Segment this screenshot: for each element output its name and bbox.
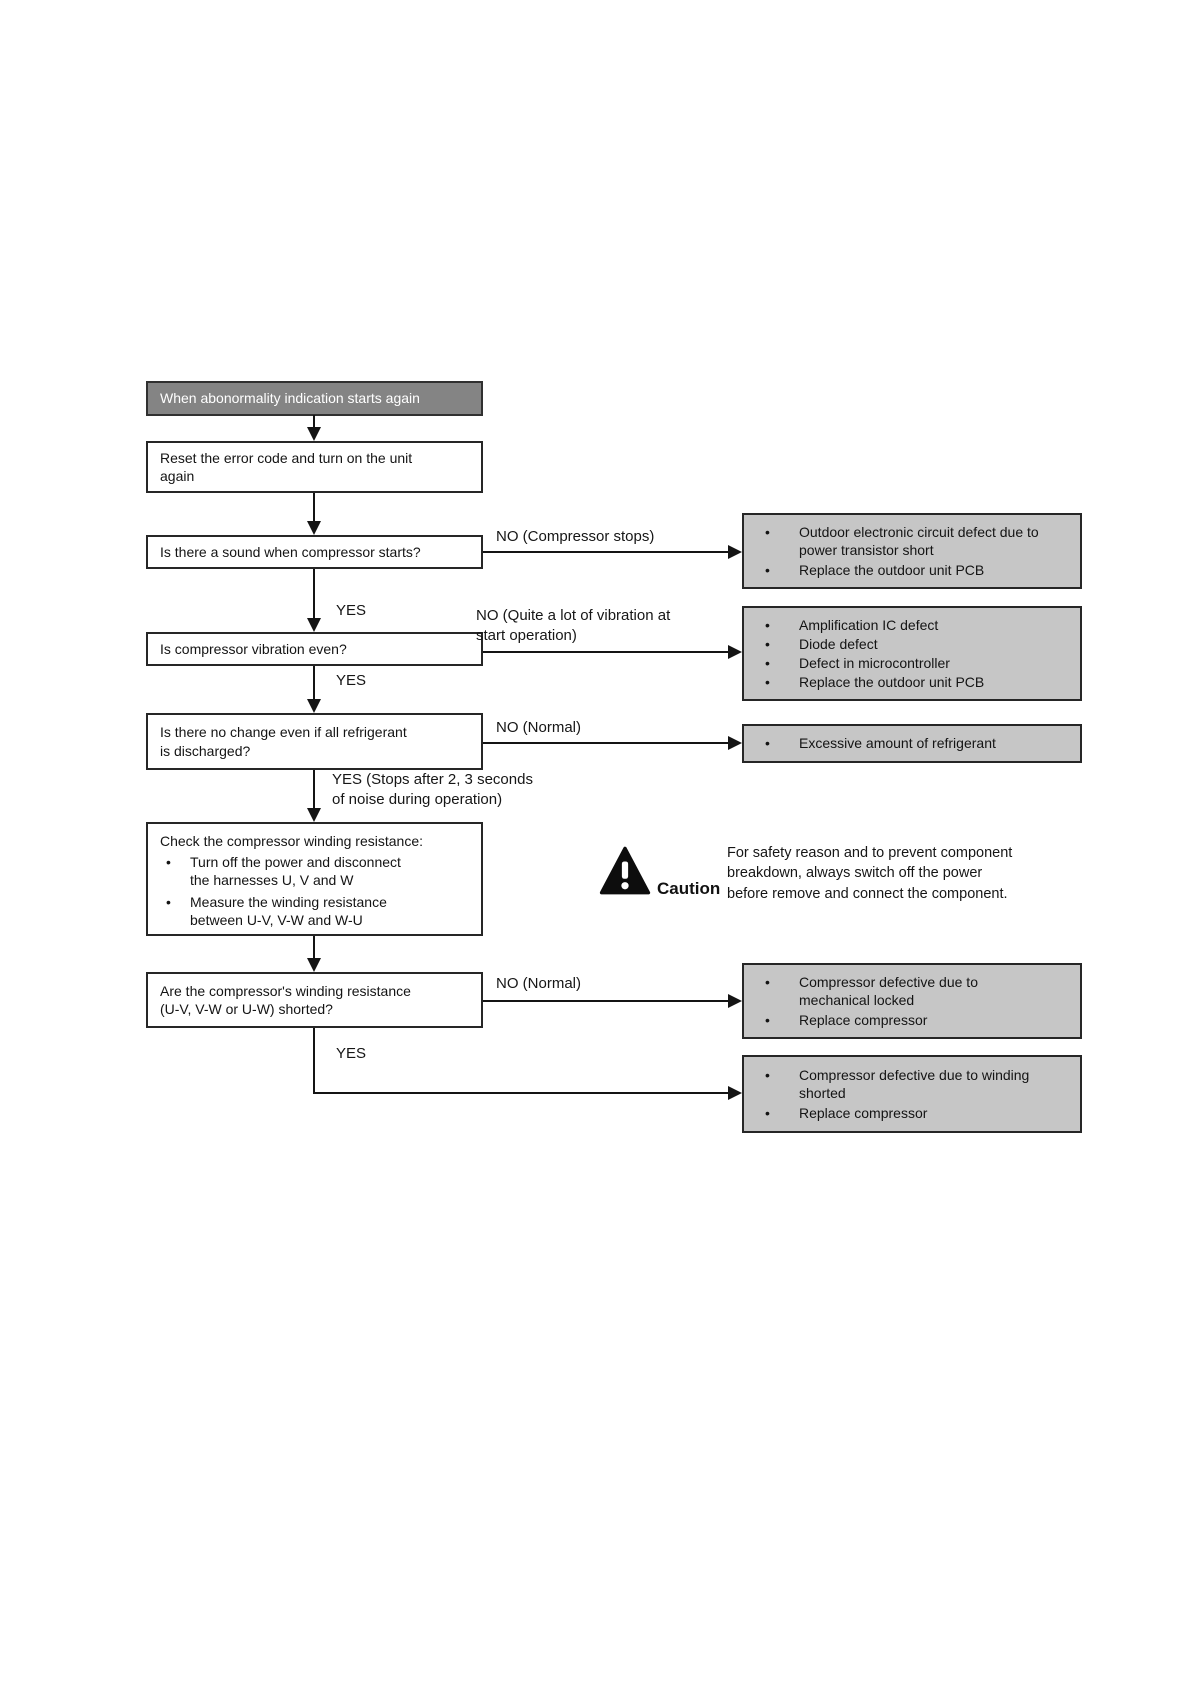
bullet-icon: •: [765, 1067, 770, 1084]
connector-no-winding: [483, 1000, 729, 1002]
arrowhead-no-refrigerant: [728, 736, 742, 750]
result-ic-defect-node: • Amplification IC defect • Diode defect…: [742, 606, 1082, 701]
caution-label: Caution: [657, 879, 721, 898]
check-bullet-item: • Measure the winding resistance between…: [160, 893, 473, 929]
branch-label-no-compressor-stops: NO (Compressor stops): [496, 528, 655, 545]
result-bullet-item: • Compressor defective due to winding sh…: [746, 1066, 1078, 1102]
result-bullet-item: • Replace compressor: [746, 1104, 1078, 1122]
result-bullet-text: Diode defect: [799, 635, 878, 652]
result-bullet-text: Compressor defective due to mechanical l…: [799, 974, 978, 1009]
connector-start-to-reset: [313, 415, 315, 428]
branch-label-yes-stops-noise: YES (Stops after 2, 3 seconds of noise d…: [332, 771, 533, 808]
check-winding-title: Check the compressor winding resistance:: [160, 833, 424, 849]
caution-text: For safety reason and to prevent compone…: [727, 845, 1013, 902]
check-bullet-text: Turn off the power and disconnect the ha…: [190, 854, 401, 889]
result-winding-short-node: • Compressor defective due to winding sh…: [742, 1055, 1082, 1133]
question-sound-node: Is there a sound when compressor starts?: [146, 535, 483, 569]
connector-refrigerant-to-check: [313, 770, 315, 809]
arrowhead-no-sound: [728, 545, 742, 559]
result-bullet-item: • Defect in microcontroller: [746, 654, 1078, 672]
result-bullet-text: Excessive amount of refrigerant: [799, 735, 996, 752]
connector-no-sound: [483, 551, 729, 553]
result-bullet-text: Replace the outdoor unit PCB: [799, 561, 985, 578]
bullet-icon: •: [765, 674, 770, 691]
bullet-icon: •: [765, 974, 770, 991]
start-node: When abonormality indication starts agai…: [146, 381, 483, 416]
bullet-icon: •: [166, 854, 171, 871]
question-refrigerant-label: Is there no change even if all refrigera…: [160, 724, 407, 759]
connector-reset-to-sound: [313, 493, 315, 523]
check-winding-content: Check the compressor winding resistance:…: [148, 824, 481, 935]
bullet-icon: •: [765, 1104, 770, 1121]
result-bullet-text: Defect in microcontroller: [799, 655, 950, 671]
question-sound-label: Is there a sound when compressor starts?: [160, 543, 421, 560]
check-winding-node: Check the compressor winding resistance:…: [146, 822, 483, 936]
connector-no-refrigerant: [483, 742, 729, 744]
question-vibration-label: Is compressor vibration even?: [160, 640, 347, 657]
result-excess-refrigerant-node: • Excessive amount of refrigerant: [742, 724, 1082, 763]
bullet-icon: •: [765, 524, 770, 541]
bullet-icon: •: [166, 893, 171, 910]
check-bullet-text: Measure the winding resistance between U…: [190, 893, 387, 928]
result-bullet-item: • Excessive amount of refrigerant: [746, 734, 1078, 752]
result-bullet-text: Replace compressor: [799, 1011, 928, 1028]
arrowhead-no-vibration: [728, 645, 742, 659]
connector-no-vibration: [483, 651, 729, 653]
warning-triangle-icon: [599, 845, 651, 897]
branch-label-no-vibration: NO (Quite a lot of vibration at start op…: [476, 607, 671, 644]
bullet-icon: •: [765, 1011, 770, 1028]
bullet-icon: •: [765, 616, 770, 633]
bullet-icon: •: [765, 655, 770, 671]
result-pcb-short-node: • Outdoor electronic circuit defect due …: [742, 513, 1082, 589]
result-bullet-text: Compressor defective due to winding shor…: [799, 1067, 1030, 1102]
check-bullet-item: • Turn off the power and disconnect the …: [160, 853, 473, 889]
reset-node-label: Reset the error code and turn on the uni…: [160, 449, 413, 484]
result-bullet-item: • Replace the outdoor unit PCB: [746, 673, 1078, 691]
branch-label-no-normal-refrigerant: NO (Normal): [496, 719, 581, 736]
result-bullet-item: • Replace compressor: [746, 1011, 1078, 1029]
result-bullet-item: • Amplification IC defect: [746, 616, 1078, 634]
result-bullet-item: • Compressor defective due to mechanical…: [746, 973, 1078, 1009]
question-winding-short-label: Are the compressor's winding resistance …: [160, 982, 411, 1017]
arrowhead-vibration-to-refrigerant: [307, 699, 321, 713]
start-node-label: When abonormality indication starts agai…: [160, 390, 420, 407]
bullet-icon: •: [765, 735, 770, 752]
result-bullet-item: • Replace the outdoor unit PCB: [746, 561, 1078, 579]
result-bullet-item: • Diode defect: [746, 635, 1078, 653]
arrowhead-refrigerant-to-check: [307, 808, 321, 822]
arrowhead-no-winding: [728, 994, 742, 1008]
connector-winding-yes-right: [313, 1092, 730, 1094]
arrowhead-reset-to-sound: [307, 521, 321, 535]
arrowhead-check-to-winding: [307, 958, 321, 972]
arrowhead-start-to-reset: [307, 427, 321, 441]
arrowhead-sound-to-vibration: [307, 618, 321, 632]
result-bullet-text: Outdoor electronic circuit defect due to…: [799, 524, 1039, 559]
question-refrigerant-node: Is there no change even if all refrigera…: [146, 713, 483, 770]
connector-sound-to-vibration: [313, 569, 315, 619]
connector-vibration-to-refrigerant: [313, 666, 315, 700]
result-mechanical-lock-node: • Compressor defective due to mechanical…: [742, 963, 1082, 1039]
connector-check-to-winding: [313, 936, 315, 959]
result-bullet-text: Replace compressor: [799, 1104, 928, 1121]
question-vibration-node: Is compressor vibration even?: [146, 632, 483, 666]
branch-label-no-normal-winding: NO (Normal): [496, 975, 581, 992]
connector-winding-yes-down: [313, 1028, 315, 1093]
reset-node: Reset the error code and turn on the uni…: [146, 441, 483, 493]
branch-label-yes-after-vibration: YES: [336, 672, 367, 689]
branch-label-yes-after-winding: YES: [336, 1045, 367, 1062]
branch-label-yes-after-sound: YES: [336, 602, 367, 619]
question-winding-short-node: Are the compressor's winding resistance …: [146, 972, 483, 1028]
bullet-icon: •: [765, 635, 770, 652]
result-bullet-text: Amplification IC defect: [799, 616, 939, 633]
result-bullet-text: Replace the outdoor unit PCB: [799, 674, 985, 691]
result-bullet-item: • Outdoor electronic circuit defect due …: [746, 523, 1078, 559]
arrowhead-winding-yes: [728, 1086, 742, 1100]
bullet-icon: •: [765, 561, 770, 578]
